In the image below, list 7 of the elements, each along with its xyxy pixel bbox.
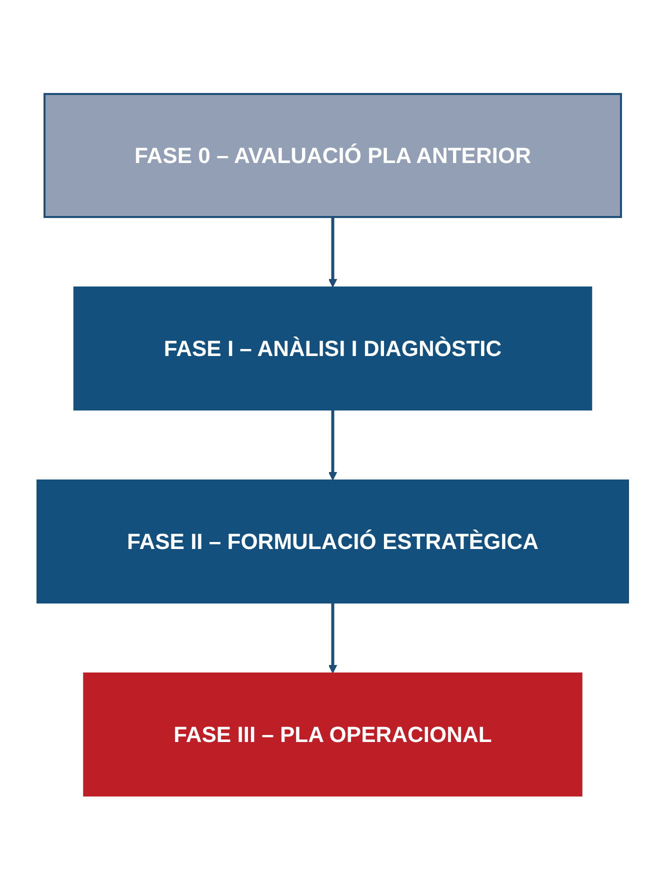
- node-box: FASE III – PLA OPERACIONAL: [82, 672, 582, 796]
- arrow: [328, 410, 337, 480]
- node-box: FASE II – FORMULACIÓ ESTRATÈGICA: [36, 480, 629, 604]
- node-box: FASE 0 – AVALUACIÓ PLA ANTERIOR: [43, 93, 622, 218]
- node-box: FASE I – ANÀLISI I DIAGNÒSTIC: [73, 286, 592, 410]
- arrow: [328, 217, 337, 288]
- arrow: [328, 603, 337, 674]
